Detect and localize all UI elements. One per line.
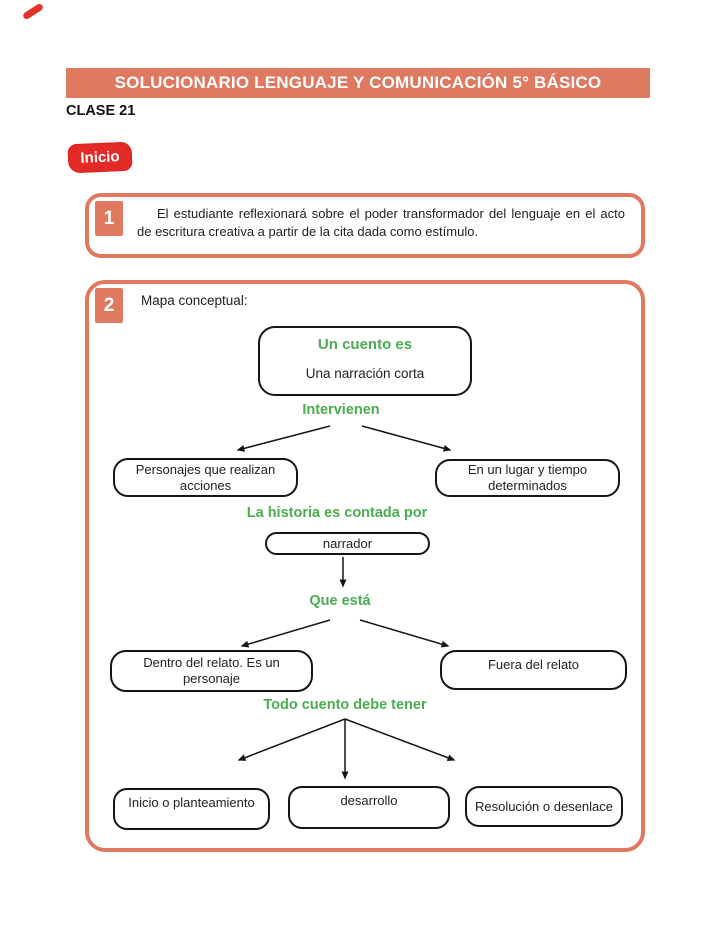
page-title: SOLUCIONARIO LENGUAJE Y COMUNICACIÓN 5° … [66,68,650,98]
node-personajes: Personajes que realizan acciones [113,458,298,497]
arrow-queesta-right [359,619,450,648]
arrow-todo-left [237,718,346,761]
connector-todo-cuento: Todo cuento debe tener [263,697,427,713]
lesson-label: CLASE 21 [66,103,136,119]
item-2-number-badge: 2 [95,288,123,323]
node-root-subtitle: Una narración corta [305,366,425,381]
corner-red-mark [21,2,45,21]
node-desarrollo: desarrollo [288,786,450,829]
stage-badge-inicio: Inicio [67,141,133,174]
arrow-queesta-left [240,619,331,648]
item-2-box: 2 Mapa conceptual: [85,280,645,852]
node-lugar-tiempo: En un lugar y tiempo determinados [435,459,620,497]
node-root-title: Un cuento es [317,336,413,353]
node-narrador: narrador [265,532,430,555]
connector-intervienen: Intervienen [302,402,380,418]
item-1-text: El estudiante reflexionará sobre el pode… [137,206,625,239]
arrow-intervienen-right [361,425,452,452]
node-resolucion-desenlace: Resolución o desenlace [465,786,623,827]
node-un-cuento-es: Un cuento es Una narración corta [258,326,472,396]
concept-map: Un cuento es Una narración corta Intervi… [89,284,641,848]
item-1-box: 1 El estudiante reflexionará sobre el po… [85,193,645,258]
node-fuera-del-relato: Fuera del relato [440,650,627,690]
arrow-todo-right [344,718,456,761]
item-1-number-badge: 1 [95,201,123,236]
stage-badge-label: Inicio [80,148,120,167]
node-dentro-del-relato: Dentro del relato. Es un personaje [110,650,313,692]
connector-historia: La historia es contada por [246,505,428,521]
node-inicio-planteamiento: Inicio o planteamiento [113,788,270,830]
concept-map-arrows [236,425,456,780]
arrow-intervienen-left [236,425,331,452]
arrow-group [236,425,456,780]
connector-que-esta: Que está [309,593,371,609]
concept-map-caption: Mapa conceptual: [141,293,248,308]
